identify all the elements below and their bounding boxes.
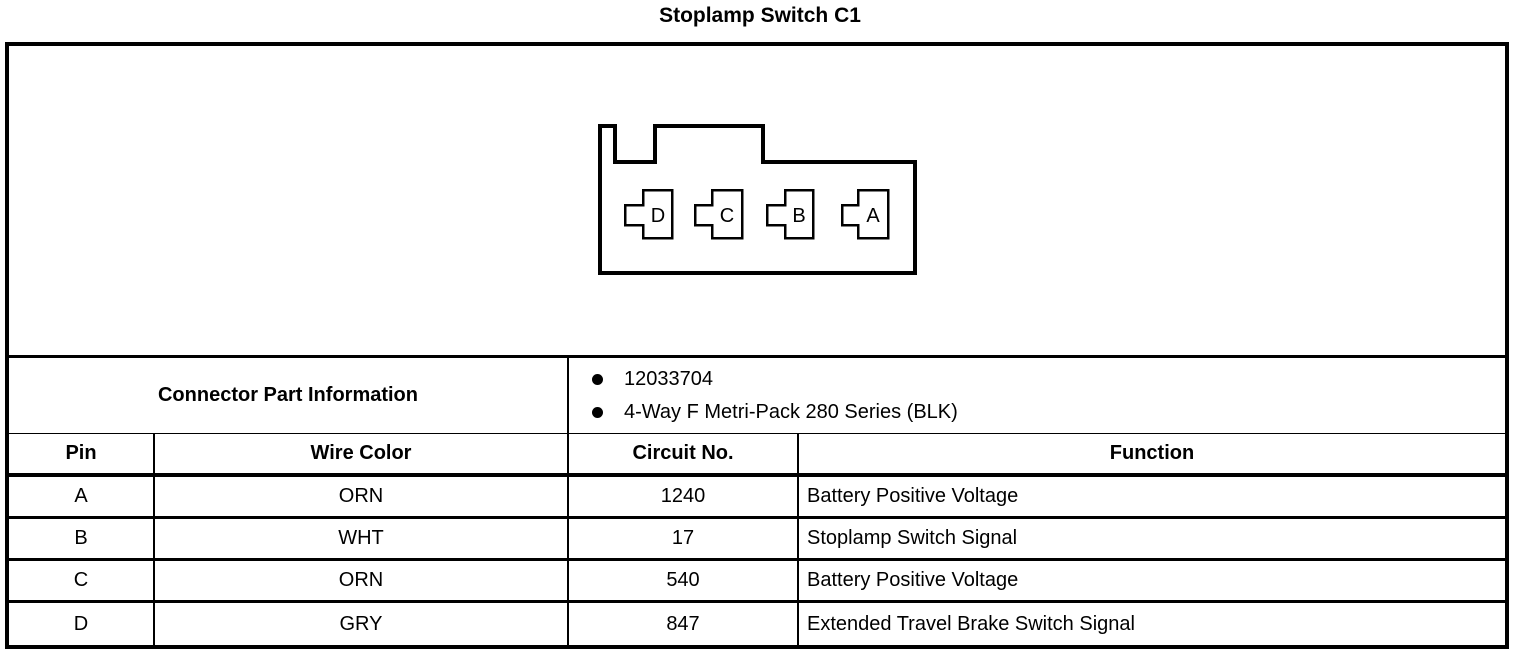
connector-body-outline xyxy=(598,124,917,275)
connector-drawing-area: D C B A xyxy=(9,46,1505,358)
circuit-no-cell: 1240 xyxy=(569,477,799,516)
pin-a-slot xyxy=(840,188,890,240)
page-title: Stoplamp Switch C1 xyxy=(659,4,861,27)
series-bullet: 4-Way F Metri-Pack 280 Series (BLK) xyxy=(592,396,958,429)
part-number-bullet: 12033704 xyxy=(592,363,958,396)
connector-diagram-frame: D C B A Connector Part Information 12033… xyxy=(5,42,1509,649)
table-header-row: Pin Wire Color Circuit No. Function xyxy=(9,434,1505,477)
function-cell: Battery Positive Voltage xyxy=(807,485,1019,507)
table-row-pin-c: C ORN 540 Battery Positive Voltage xyxy=(9,561,1505,603)
pin-cell: B xyxy=(9,519,155,558)
connector-part-info-values: 12033704 4-Way F Metri-Pack 280 Series (… xyxy=(569,358,1505,433)
pin-cell: A xyxy=(9,477,155,516)
circuit-no-cell: 17 xyxy=(569,519,799,558)
pin-cell: D xyxy=(9,603,155,645)
col-header-circuit-no: Circuit No. xyxy=(569,434,799,473)
bullet-icon xyxy=(592,406,603,418)
col-header-wire-color: Wire Color xyxy=(155,434,569,473)
col-header-function: Function xyxy=(1109,442,1195,464)
wire-color-cell: ORN xyxy=(155,477,569,516)
pin-c-slot xyxy=(693,188,744,240)
function-cell: Stoplamp Switch Signal xyxy=(807,527,1018,549)
part-info-bullet-list: 12033704 4-Way F Metri-Pack 280 Series (… xyxy=(592,363,958,429)
wire-color-cell: ORN xyxy=(155,561,569,600)
pin-b-slot xyxy=(765,188,815,240)
pin-d-slot xyxy=(623,188,674,240)
circuit-no-cell: 540 xyxy=(569,561,799,600)
series-text: 4-Way F Metri-Pack 280 Series (BLK) xyxy=(624,400,958,423)
wire-color-cell: GRY xyxy=(155,603,569,645)
connector-part-info-row: Connector Part Information 12033704 4-Wa… xyxy=(9,358,1505,434)
col-header-pin: Pin xyxy=(9,434,155,473)
table-row-pin-a: A ORN 1240 Battery Positive Voltage xyxy=(9,477,1505,519)
pin-a-label: A xyxy=(866,205,880,227)
wire-color-cell: WHT xyxy=(155,519,569,558)
table-row-pin-b: B WHT 17 Stoplamp Switch Signal xyxy=(9,519,1505,561)
table-row-pin-d: D GRY 847 Extended Travel Brake Switch S… xyxy=(9,603,1505,645)
part-number-text: 12033704 xyxy=(624,367,713,390)
pin-b-label: B xyxy=(792,205,805,227)
bullet-icon xyxy=(592,373,603,385)
function-cell: Battery Positive Voltage xyxy=(807,569,1019,591)
function-cell: Extended Travel Brake Switch Signal xyxy=(807,612,1135,635)
connector-part-info-label: Connector Part Information xyxy=(9,358,569,433)
pin-c-label: C xyxy=(720,205,734,227)
circuit-no-cell: 847 xyxy=(569,603,799,645)
connector-drawing: D C B A xyxy=(598,124,917,275)
pin-d-label: D xyxy=(651,205,665,227)
pin-cell: C xyxy=(9,561,155,600)
